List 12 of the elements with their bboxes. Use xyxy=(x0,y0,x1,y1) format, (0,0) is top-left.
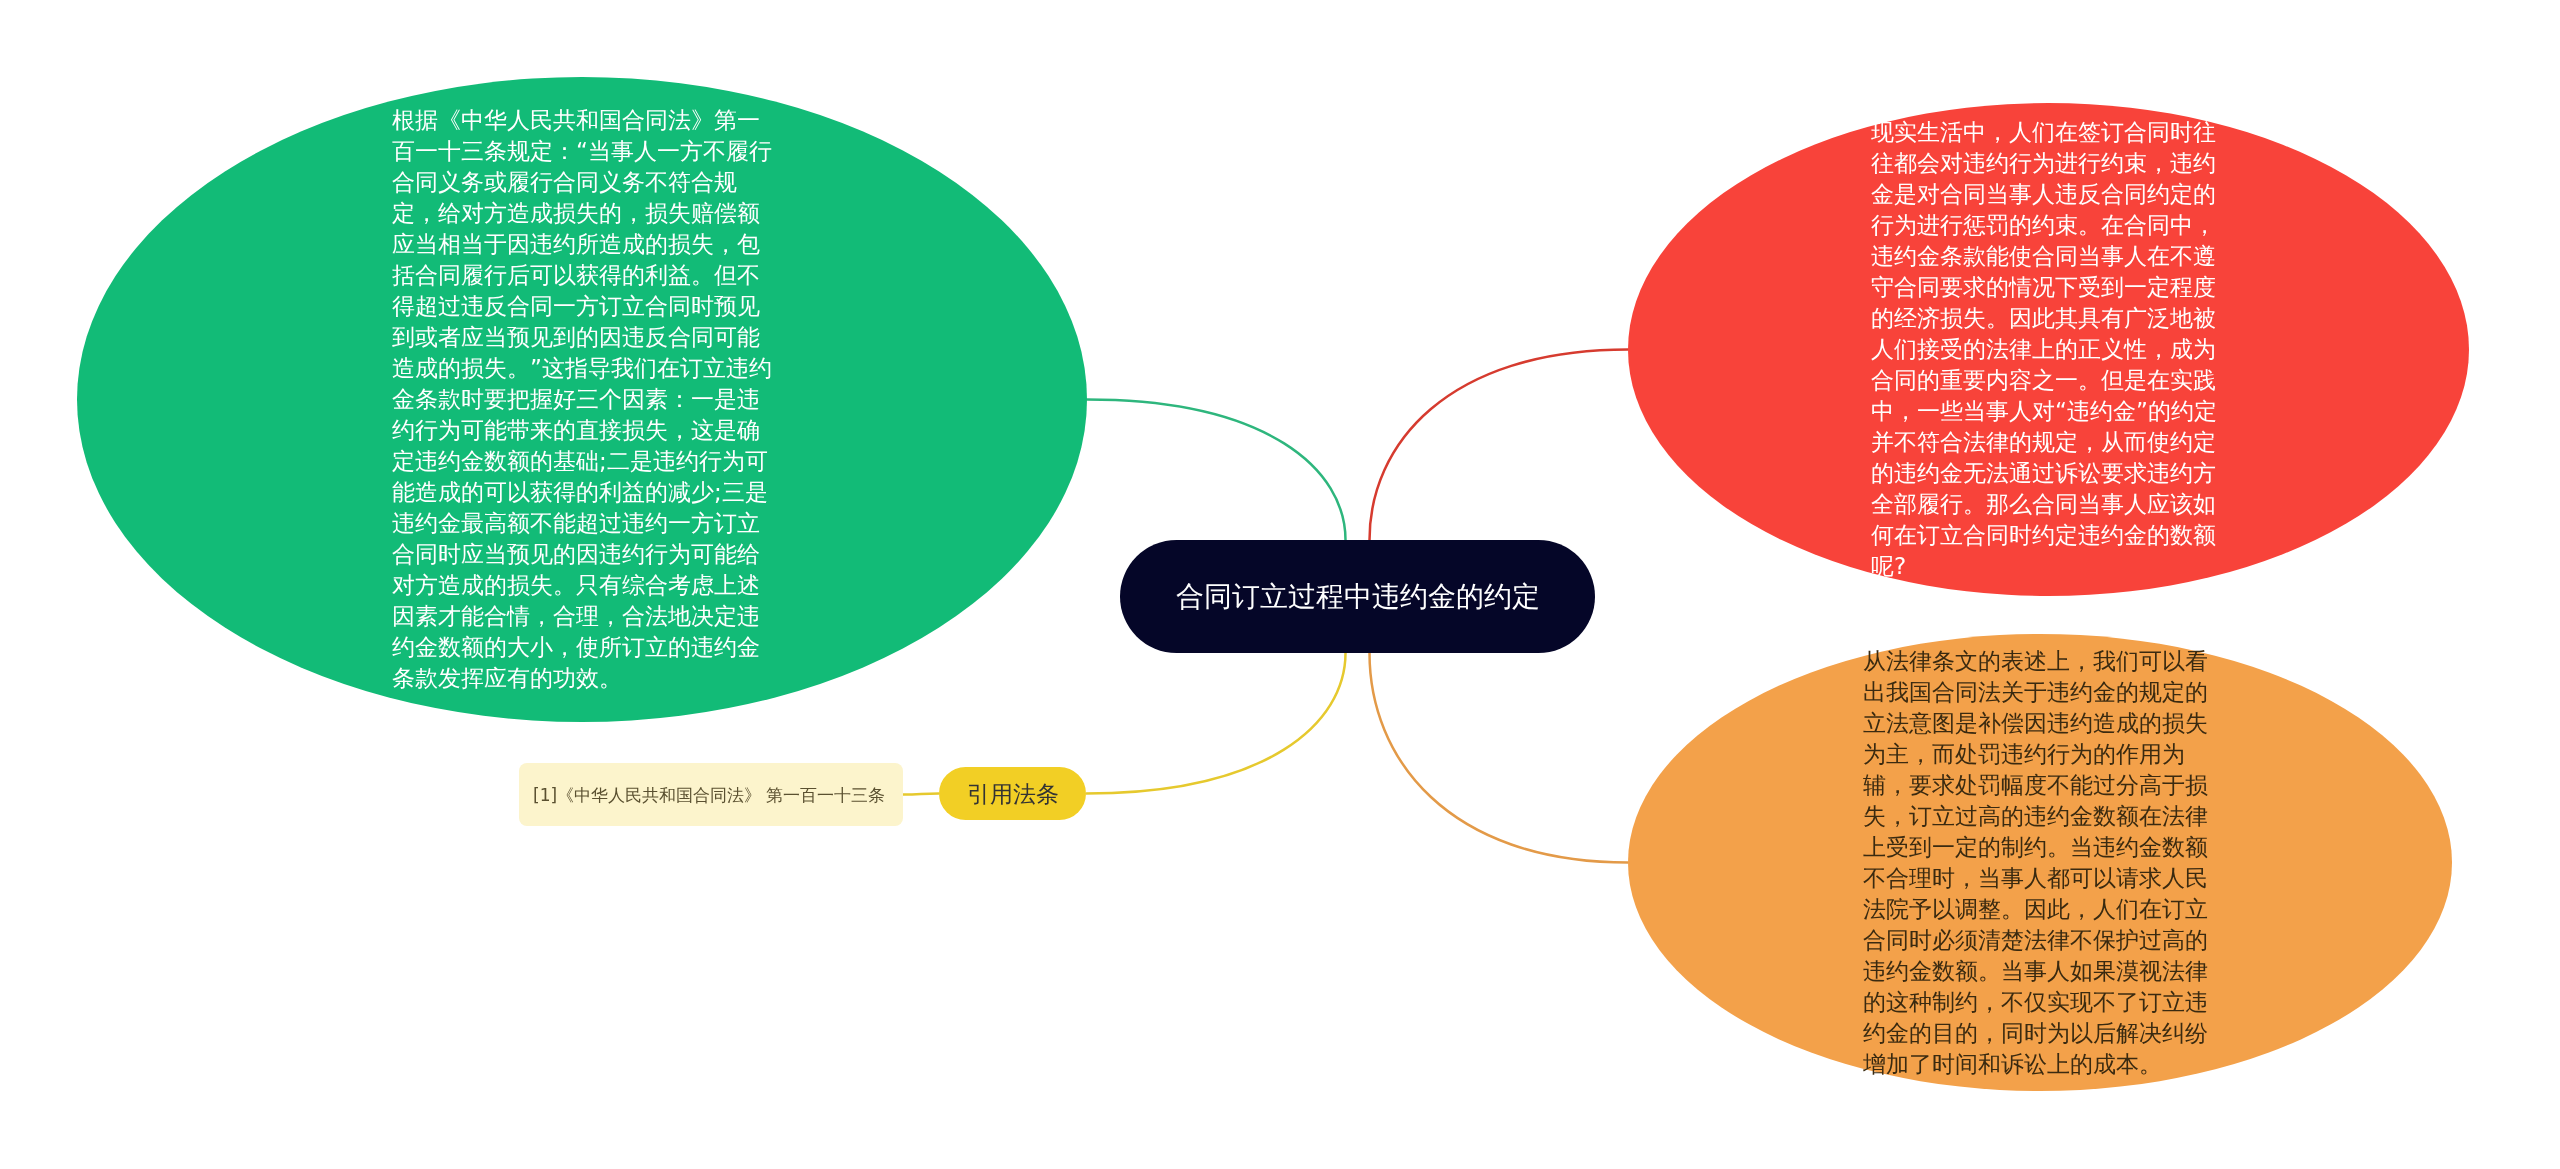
node-text: 从法律条文的表述上，我们可以看出我国合同法关于违约金的规定的立法意图是补偿因违约造成的损失为主，而处罚违约行为的作用为辅，要求处罚幅度不能过分高于损失，订立过高的违约金数额在法律上受到一定的制约。当违约金数额不合理时，当事人都可以请求人民法院予以调整。因此，人们在订立合同时必须清楚法律不保护过高的违约金数额。当事人如果漠视法律的这种制约，不仅实现不了订立违约金的目的，同时为以后解决纠纷增加了时间和诉讼上的成本。 xyxy=(1862,646,2209,1079)
node-text: [1]《中华人民共和国合同法》 第一百一十三条 xyxy=(533,783,887,806)
note-box xyxy=(519,763,903,826)
connector-line xyxy=(1368,348,1629,541)
node-text: 合同订立过程中违约金的约定 xyxy=(1174,578,1541,615)
connector-line xyxy=(903,792,939,796)
node-text: 引用法条 xyxy=(965,779,1060,809)
connector-line xyxy=(1086,398,1347,541)
topic-box xyxy=(939,767,1086,820)
connector-line xyxy=(1368,652,1629,864)
node-text: 根据《中华人民共和国合同法》第一百一十三条规定：“当事人一方不履行合同义务或履行合同义务不符合规定，给对方造成损失的，损失赔偿额应当相当于因违约所造成的损失，包括合同履行后可以获得的利益。但不得超过违反合同一方订立合同时预见到或者应当预见到的因违反合同可能造成的损失。”这指导我们在订立违约金条款时要把握好三个因素：一是违约行为可能带来的直接损失，这是确定违约金数额的基础;二是违约行为可能造成的可以获得的利益的减少;三是违约金最高额不能超过违约一方订立合同时应当预见的因违约行为可能给对方造成的损失。只有综合考虑上述因素才能合情，合理，合法地决定违约金数额的大小，使所订立的违约金条款发挥应有的功效。 xyxy=(392,106,772,693)
connector-line xyxy=(1085,652,1347,795)
